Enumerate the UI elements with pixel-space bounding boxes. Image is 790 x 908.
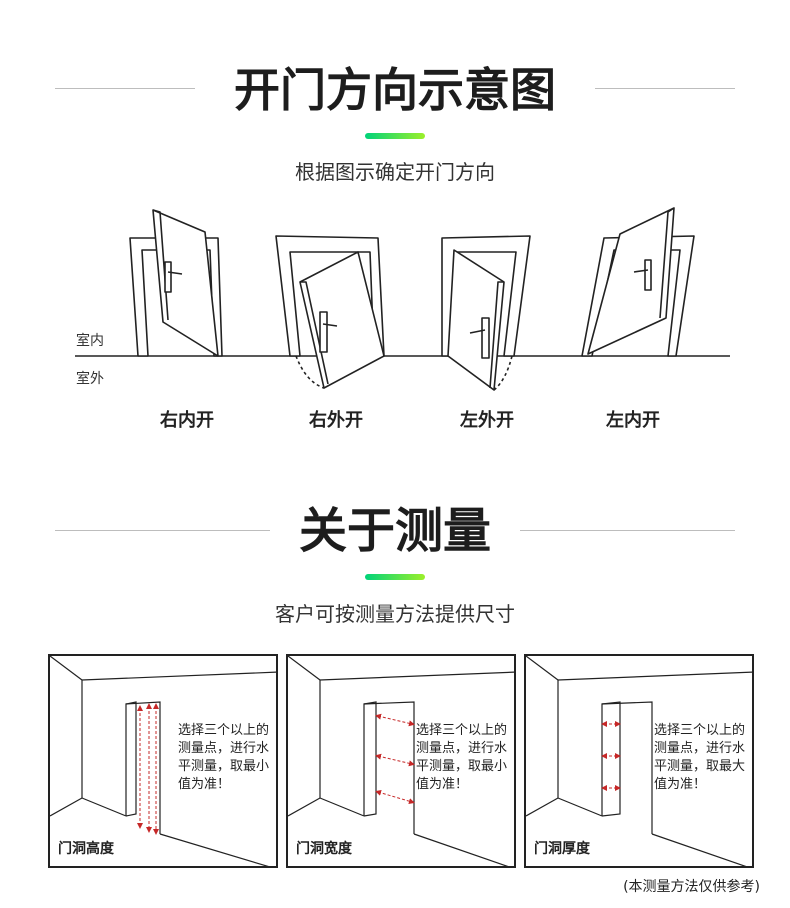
door-left-inward-illustration <box>581 207 695 357</box>
instruction-line: 值为准！ <box>178 777 231 792</box>
door-label-left-outward: 左外开 <box>460 410 514 431</box>
section2-right-rule <box>520 530 735 531</box>
instruction-line: 测量点，进行水 <box>416 741 508 756</box>
instruction-line: 测量点，进行水 <box>178 741 270 756</box>
thickness-measure-illustration <box>526 656 752 866</box>
width-measure-illustration <box>288 656 514 866</box>
thickness-panel-label: 门洞厚度 <box>534 841 590 857</box>
section1-left-rule <box>55 88 195 89</box>
measure-panel-width: 选择三个以上的 测量点，进行水 平测量，取最小 值为准！ 门洞宽度 <box>286 654 516 868</box>
outdoor-label: 室外 <box>76 371 104 387</box>
instruction-line: 平测量，取最小 <box>178 759 270 774</box>
indoor-label: 室内 <box>76 333 104 349</box>
instruction-line: 平测量，取最小 <box>416 759 508 774</box>
section1-right-rule <box>595 88 735 89</box>
section2-subtitle: 客户可按测量方法提供尺寸 <box>275 602 515 626</box>
section2-title: 关于测量 <box>298 503 491 559</box>
measure-panel-thickness: 选择三个以上的 测量点，进行水 平测量，取最大 值为准！ 门洞厚度 <box>524 654 754 868</box>
section1-subtitle: 根据图示确定开门方向 <box>295 160 495 184</box>
width-panel-label: 门洞宽度 <box>296 841 352 857</box>
section1-accent-bar <box>365 133 425 139</box>
measure-panel-height: 选择三个以上的 测量点，进行水 平测量，取最小 值为准！ 门洞高度 <box>48 654 278 868</box>
instruction-line: 值为准！ <box>654 777 707 792</box>
instruction-line: 测量点，进行水 <box>654 741 746 756</box>
door-right-inward-illustration <box>129 209 223 357</box>
instruction-line: 值为准！ <box>416 777 469 792</box>
height-instruction: 选择三个以上的 测量点，进行水 平测量，取最小 值为准！ <box>178 722 276 794</box>
section1-title: 开门方向示意图 <box>234 63 556 117</box>
instruction-line: 选择三个以上的 <box>416 723 508 738</box>
door-label-right-outward: 右外开 <box>309 410 363 431</box>
instruction-line: 平测量，取最大 <box>654 759 746 774</box>
height-measure-illustration <box>50 656 276 866</box>
height-panel-label: 门洞高度 <box>58 841 114 857</box>
section2-left-rule <box>55 530 270 531</box>
reference-note: (本测量方法仅供参考) <box>623 879 760 895</box>
door-label-left-inward: 左内开 <box>606 410 660 431</box>
section2-accent-bar <box>365 574 425 580</box>
thickness-instruction: 选择三个以上的 测量点，进行水 平测量，取最大 值为准！ <box>654 722 752 794</box>
door-label-right-inward: 右内开 <box>160 410 214 431</box>
instruction-line: 选择三个以上的 <box>654 723 746 738</box>
door-right-outward-illustration <box>275 235 385 389</box>
instruction-line: 选择三个以上的 <box>178 723 270 738</box>
width-instruction: 选择三个以上的 测量点，进行水 平测量，取最小 值为准！ <box>416 722 514 794</box>
door-direction-diagram <box>75 207 730 391</box>
door-left-outward-illustration <box>441 235 531 391</box>
